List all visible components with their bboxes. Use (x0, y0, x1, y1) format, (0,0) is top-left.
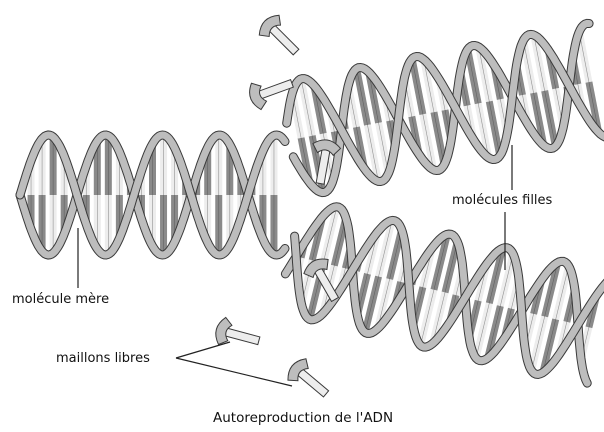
figure-caption: Autoreproduction de l'ADN (213, 410, 393, 426)
nucleotide-base (269, 25, 299, 55)
free-links-pointer-2 (176, 358, 292, 386)
daughter-helix-top (287, 23, 604, 192)
nucleotide-base (225, 328, 260, 345)
free-nucleotide (283, 355, 335, 405)
daughter-molecules-label: molécules filles (452, 193, 553, 208)
free-links-pointer-1 (176, 342, 230, 358)
free-nucleotide (255, 11, 306, 62)
parent-molecule-label: molécule mère (12, 292, 109, 307)
free-nucleotide (213, 316, 263, 354)
free-links-label: maillons libres (56, 351, 150, 366)
parent-helix (20, 135, 285, 255)
nucleotide-base (297, 369, 328, 397)
